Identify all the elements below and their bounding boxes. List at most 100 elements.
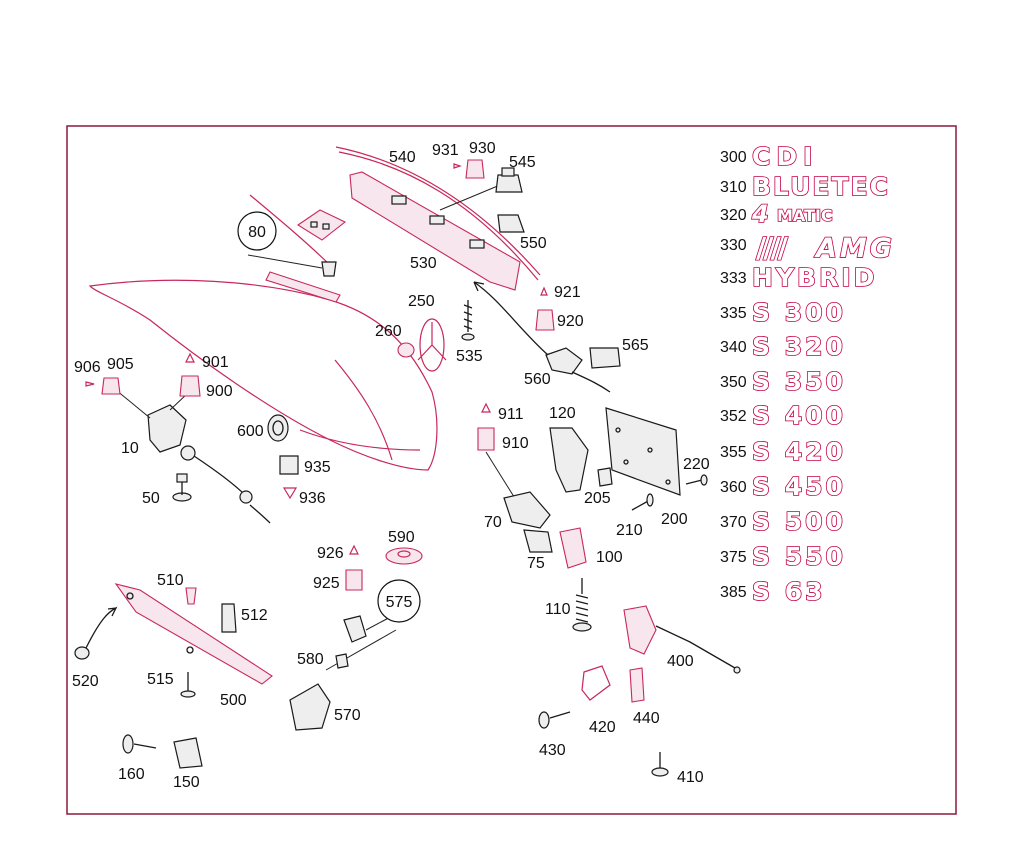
grommet-260 [397, 342, 415, 358]
clip-512 [221, 603, 237, 633]
callout-535: 535 [456, 348, 483, 365]
clip-545 [495, 167, 523, 193]
screw-50 [172, 473, 192, 502]
badge-number-320: 320 [720, 207, 747, 224]
badge-370: 370 S 500 [720, 506, 846, 537]
callout-50: 50 [142, 490, 160, 507]
badge-375: 375 S 550 [720, 541, 846, 572]
badge-text-s550: S 550 [752, 542, 846, 571]
callout-100: 100 [596, 549, 623, 566]
badge-number-330: 330 [720, 237, 747, 254]
circled-callout-80: 80 [237, 211, 277, 251]
badge-number-333: 333 [720, 270, 747, 287]
callout-110: 110 [545, 601, 571, 618]
badge-text-s400: S 400 [752, 401, 846, 430]
badge-number-375: 375 [720, 549, 747, 566]
lock-10 [109, 384, 271, 524]
badge-number-300: 300 [720, 149, 747, 166]
callout-600: 600 [237, 423, 264, 440]
motor-100 [559, 527, 587, 569]
circled-label-575: 575 [386, 594, 413, 611]
callout-510: 510 [157, 572, 184, 589]
badge-number-352: 352 [720, 408, 747, 425]
screw-160 [122, 734, 157, 754]
fastener-930-931 [453, 159, 485, 179]
callout-512: 512 [241, 607, 268, 624]
handle-strip-530 [349, 171, 521, 291]
pad-205 [597, 467, 613, 487]
fastener-925-926 [345, 544, 363, 591]
callout-515: 515 [147, 671, 174, 688]
callout-900: 900 [206, 383, 233, 400]
badge-text-s300: S 300 [752, 298, 846, 327]
callout-565: 565 [622, 337, 649, 354]
screw-515 [180, 672, 196, 698]
callout-921: 921 [554, 284, 581, 301]
badge-number-335: 335 [720, 305, 747, 322]
callout-520: 520 [72, 673, 99, 690]
badge-text-s63: S 63 [752, 577, 826, 606]
callout-70: 70 [484, 514, 502, 531]
fastener-900-905-906 [85, 352, 201, 397]
badge-text-s350: S 350 [752, 367, 846, 396]
badge-360: 360 S 450 [720, 471, 846, 502]
bracket-420 [581, 665, 611, 701]
camera-560-565 [473, 281, 621, 393]
badge-330: 330 //// AMG [720, 230, 893, 265]
callout-931: 931 [432, 142, 459, 159]
spring-110 [572, 578, 592, 632]
badge-310: 310 BLUETEC [720, 171, 889, 202]
badge-number-340: 340 [720, 339, 747, 356]
callout-545: 545 [509, 154, 536, 171]
emblem-80-parts [247, 209, 347, 303]
fastener-910-911 [477, 402, 517, 501]
bracket-440 [629, 667, 645, 703]
callout-550: 550 [520, 235, 547, 252]
callout-906: 906 [74, 359, 101, 376]
badge-number-370: 370 [720, 514, 747, 531]
star-emblem-250 [417, 318, 447, 372]
callout-925: 925 [313, 575, 340, 592]
circled-callout-575: 575 [377, 579, 421, 623]
callout-75: 75 [527, 555, 545, 572]
callout-910: 910 [502, 435, 529, 452]
callout-160: 160 [118, 766, 145, 783]
badge-number-355: 355 [720, 444, 747, 461]
clip-550 [497, 214, 525, 233]
callout-150: 150 [173, 774, 200, 791]
callout-580: 580 [297, 651, 324, 668]
fastener-935-936 [279, 455, 299, 500]
fastener-920-921 [535, 286, 555, 331]
badge-text-cdi: CDI [752, 142, 818, 171]
callout-210: 210 [616, 522, 643, 539]
badge-text-s500: S 500 [752, 507, 846, 536]
callout-500: 500 [220, 692, 247, 709]
callout-250: 250 [408, 293, 435, 310]
badge-335: 335 S 300 [720, 297, 846, 328]
badge-352: 352 S 400 [720, 400, 846, 431]
screw-220 [685, 474, 708, 486]
badge-list: 300 CDI 310 BLUETEC 320 4 MATIC 330 ////… [720, 141, 893, 607]
badge-355: 355 S 420 [720, 436, 846, 467]
badge-text-4matic-matic: MATIC [777, 206, 833, 225]
badge-text-s450: S 450 [752, 472, 846, 501]
badge-text-hybrid: HYBRID [752, 263, 877, 292]
badge-340: 340 S 320 [720, 331, 844, 362]
bracket-120 [549, 427, 589, 493]
callout-560: 560 [524, 371, 551, 388]
bolt-210 [631, 493, 654, 511]
clip-510 [185, 587, 197, 605]
badge-text-s420: S 420 [752, 437, 846, 466]
clip-150 [173, 737, 203, 769]
diagram-frame [66, 125, 957, 815]
badge-number-360: 360 [720, 479, 747, 496]
callout-935: 935 [304, 459, 331, 476]
callout-200: 200 [661, 511, 688, 528]
motor-570 [289, 683, 331, 731]
callout-930: 930 [469, 140, 496, 157]
connector-580 [335, 653, 349, 669]
callout-905: 905 [107, 356, 134, 373]
callout-901: 901 [202, 354, 229, 371]
callout-926: 926 [317, 545, 344, 562]
